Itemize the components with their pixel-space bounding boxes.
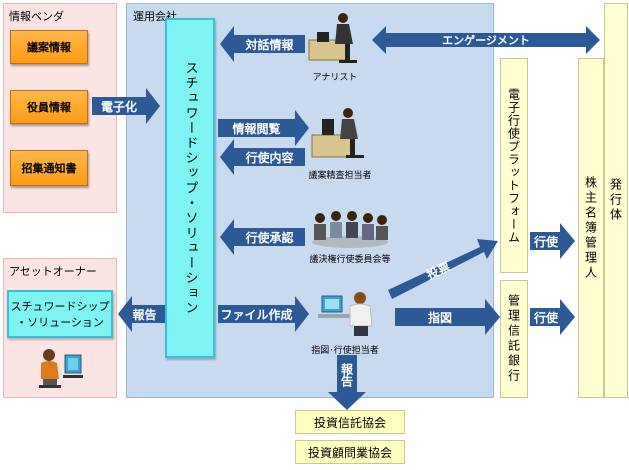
arrow-exercise-content bbox=[220, 139, 305, 175]
arrow-exercise-approval bbox=[220, 219, 305, 255]
owner-solution-line1: スチュワードシップ bbox=[10, 300, 110, 313]
analyst-caption: アナリスト bbox=[312, 73, 358, 83]
arrow-digitize-label: 電子化 bbox=[100, 99, 137, 114]
agenda-staff-caption: 議案精査担当者 bbox=[308, 171, 372, 181]
arrow-file-create bbox=[218, 296, 309, 332]
registry-label: 株主名簿管理人 bbox=[583, 175, 598, 281]
vendor-item-agenda: 議案情報 bbox=[10, 30, 88, 64]
committee-people-icon bbox=[312, 211, 388, 248]
registry-box: 株主名簿管理人 bbox=[578, 58, 604, 398]
analyst-person-icon bbox=[308, 13, 357, 63]
arrow-dialogue-label: 対話情報 bbox=[245, 37, 294, 52]
arrow-vote bbox=[388, 239, 498, 299]
trust-bank-label: 管理信託銀行 bbox=[506, 294, 521, 384]
arrow-instruct-label: 指図 bbox=[427, 310, 452, 325]
solution-column: スチュワードシップ・ソリューション bbox=[165, 18, 215, 358]
arrow-file-create-label: ファイル作成 bbox=[220, 307, 293, 322]
instruct-staff-caption: 指図･行使担当者 bbox=[311, 346, 379, 356]
issuer-box: 発行体 bbox=[604, 3, 628, 398]
arrow-digitize bbox=[92, 88, 160, 124]
platform-label: 電子行使プラットフォーム bbox=[506, 87, 521, 244]
arrow-exercise-1 bbox=[530, 223, 575, 259]
issuer-label: 発行体 bbox=[608, 178, 623, 223]
arrow-dialogue bbox=[220, 26, 305, 62]
owner-solution-box: スチュワードシップ ・ソリューション bbox=[7, 290, 113, 338]
arrow-exercise-approval-label: 行使承認 bbox=[245, 230, 294, 245]
vendor-panel-title: 情報ベンダ bbox=[9, 10, 64, 23]
arrow-engagement-label: エンゲージメント bbox=[442, 34, 530, 47]
arrow-exercise-2 bbox=[530, 299, 575, 335]
platform-box: 電子行使プラットフォーム bbox=[500, 58, 528, 273]
instruct-staff-person-icon bbox=[318, 292, 373, 336]
vendor-item-notice: 招集通知書 bbox=[10, 150, 88, 186]
arrow-engagement bbox=[372, 26, 600, 54]
owner-person-icon bbox=[39, 349, 83, 388]
arrow-report-left bbox=[118, 296, 165, 332]
arrow-report-down-label: 報告 bbox=[339, 363, 354, 387]
association-investment-advisors: 投資顧問業協会 bbox=[295, 440, 405, 464]
vendor-item-officers: 役員情報 bbox=[10, 90, 88, 124]
association-investment-trust: 投資信託協会 bbox=[295, 410, 405, 434]
trust-bank-box: 管理信託銀行 bbox=[500, 280, 528, 398]
arrow-info-view-label: 情報閲覧 bbox=[232, 121, 281, 136]
solution-column-label: スチュワードシップ・ソリューション bbox=[182, 60, 198, 316]
committee-caption: 議決権行使委員会等 bbox=[309, 255, 391, 265]
arrow-exercise-2-label: 行使 bbox=[533, 310, 558, 325]
agenda-staff-person-icon bbox=[311, 108, 364, 158]
arrow-report-down bbox=[328, 355, 366, 410]
arrow-exercise-content-label: 行使内容 bbox=[245, 150, 294, 165]
arrow-info-view bbox=[218, 110, 309, 146]
arrow-instruct bbox=[395, 299, 500, 335]
arrow-report-left-label: 報告 bbox=[132, 307, 157, 322]
owner-solution-line2: ・ソリューション bbox=[16, 316, 104, 329]
arrow-exercise-1-label: 行使 bbox=[533, 234, 558, 249]
owner-panel-title: アセットオーナー bbox=[9, 265, 97, 278]
